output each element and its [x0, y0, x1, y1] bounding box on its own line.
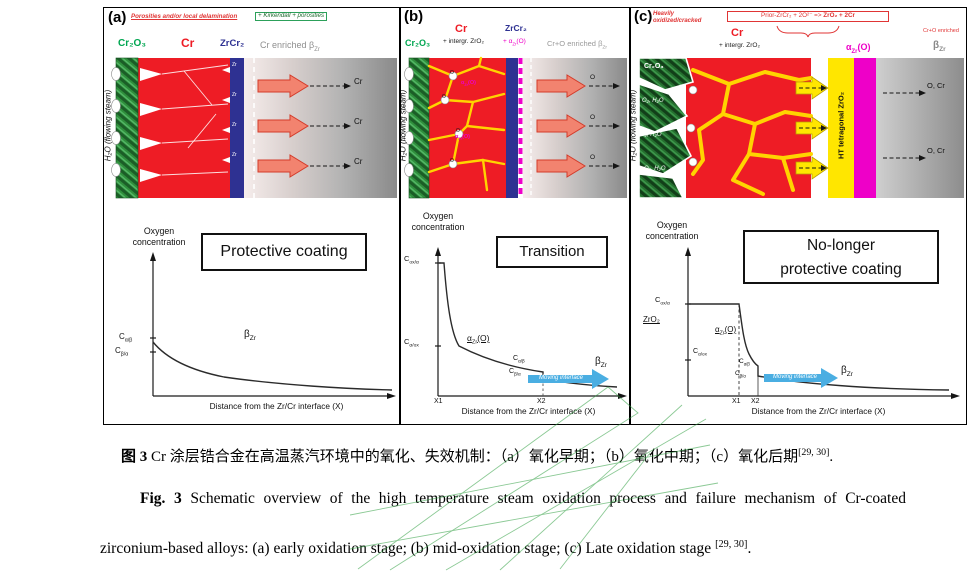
a-layer-label-beta-zr: Cr enriched βZr: [260, 40, 320, 53]
steam-oxygen-label: O₂, H₂O: [640, 132, 662, 138]
a-annotation-porosities: Porosities and/or local delamination: [131, 13, 238, 20]
oxygen-marker: O: [456, 128, 460, 134]
b-steam-label: H₂O (flowing steam): [400, 89, 408, 162]
c-conc-c-alpha-ox: Cα/ox: [693, 348, 707, 357]
panel-a-art: [111, 57, 397, 399]
steam-oxygen-label: O₂, H₂O: [642, 98, 664, 104]
b-layer-label-intergranular-zro2: + intergr. ZrO₂: [443, 38, 484, 45]
zr-marker: Zr: [232, 122, 237, 128]
panel-c-art: [638, 25, 964, 399]
c-conc-c-alpha-beta: Cα/β: [739, 358, 750, 367]
b-x1-tick-label: X1: [434, 398, 443, 405]
oxygen-marker: O: [442, 94, 446, 100]
b-moving-interface-label: Moving interface: [538, 375, 584, 381]
b-layer-label-cr: Cr: [455, 23, 468, 35]
c-annotation-heavily-oxidized: Heavily oxidized/cracked: [653, 11, 702, 24]
c-x2-tick-label: X2: [751, 398, 760, 405]
c-layer-label-intergranular-zro2: + intergr. ZrO₂: [719, 42, 760, 49]
c-annotation-cr-o-enriched: Cr+O enriched: [923, 28, 959, 34]
b-layer-label-alpha-zr-o: + αZr(O): [503, 38, 526, 47]
c-steam-label: H₂O (flowing steam): [630, 89, 638, 162]
zr-marker: Zr: [232, 92, 237, 98]
figure-3: (a) Porosities and/or local delamination…: [103, 7, 967, 425]
b-layer-label-zrcr2: ZrCr₂: [505, 23, 527, 33]
caption-english: Fig. 3 Schematic overview of the high te…: [100, 490, 906, 558]
b-conc-c-ox-alpha: Cox/α: [404, 254, 419, 266]
b-conc-c-beta-alpha: Cβ/α: [509, 368, 521, 377]
cr-diffusion-label: Cr: [354, 157, 363, 166]
zr-marker: Zr: [232, 152, 237, 158]
oxygen-marker: O: [450, 70, 454, 76]
a-layer-label-cr: Cr: [181, 36, 195, 50]
c-annotation-reaction: Prior-ZrCr₂ + 2O²⁻ => ZrO₂ + 2Cr: [727, 11, 889, 22]
b-conc-c-alpha-beta: Cα/β: [513, 355, 525, 364]
c-beta-zr-label: βZr: [841, 365, 853, 378]
a-conc-c-beta-alpha: Cβ/α: [115, 346, 129, 358]
caption-chinese: 图 3 Cr 涂层锆合金在高温蒸汽环境中的氧化、失效机制：（a）氧化早期；（b）…: [121, 447, 834, 465]
panel-b-art: [404, 56, 627, 399]
oxygen-marker: O: [450, 158, 454, 164]
c-x1-tick-label: X1: [732, 398, 741, 405]
b-layer-label-beta-zr: Cr+O enriched βZr: [547, 39, 608, 51]
b-layer-label-cr2o3: Cr₂O₃: [405, 38, 431, 48]
b-beta-zr-label: βZr: [595, 356, 607, 369]
c-moving-interface-label: Moving interface: [772, 374, 818, 380]
oxygen-diffusion-label: O: [590, 74, 596, 81]
a-beta-zr-label: βZr: [244, 329, 256, 342]
c-o-cr-diffusion-label: O, Cr: [927, 81, 945, 90]
a-conc-c-alpha-beta: Cα/β: [119, 332, 133, 344]
c-cr2o3-label: Cr₂O₃: [644, 63, 664, 70]
c-graph-ylabel: Oxygen concentration: [645, 220, 699, 241]
panel-a: (a) Porosities and/or local delamination…: [103, 7, 400, 425]
oxygen-diffusion-label: O: [590, 114, 596, 121]
b-x2-tick-label: X2: [537, 398, 546, 405]
a-graph-title-box: Protective coating: [201, 233, 367, 271]
b-alpha-zr-o-phase-label: αZr(O): [467, 333, 490, 346]
b-alpha-zr-o-inline-label: αZr(O): [461, 80, 476, 88]
panel-a-tag: (a): [108, 9, 127, 26]
panel-c: (c) Heavily oxidized/cracked Prior-ZrCr₂…: [630, 7, 967, 425]
b-conc-c-alpha-ox: Cα/ox: [404, 337, 419, 349]
c-o-cr-diffusion-label: O, Cr: [927, 146, 945, 155]
a-graph-xlabel: Distance from the Zr/Cr interface (X): [209, 401, 344, 411]
c-conc-c-ox-alpha: Cox/α: [655, 295, 670, 307]
c-ht-tetragonal-zro2-label: HT tetragonal ZrO₂: [836, 91, 846, 160]
panel-b-tag: (b): [404, 8, 424, 25]
c-layer-label-beta-zr: βZr: [933, 40, 946, 53]
panel-c-tag: (c): [634, 8, 653, 25]
c-graph-xlabel: Distance from the Zr/Cr interface (X): [751, 406, 886, 416]
oxygen-diffusion-label: O: [590, 154, 596, 161]
cr-diffusion-label: Cr: [354, 117, 363, 126]
c-alpha-zr-o-phase-label: αZr(O): [715, 325, 737, 337]
c-conc-c-beta-alpha: Cβ/α: [735, 370, 746, 379]
zr-marker: Zr: [232, 62, 237, 68]
b-alpha-zr-o-inline-label: αZr(O): [455, 134, 470, 142]
b-graph-ylabel: Oxygen concentration: [411, 211, 465, 232]
c-layer-label-alpha-zr-o: αZr(O): [846, 42, 871, 55]
a-annotation-kirkendall: + Kirkendall + porosities: [255, 12, 328, 21]
panel-b: (b) Cr₂O₃ Cr + intergr. ZrO₂ ZrCr₂ + αZr…: [400, 7, 630, 425]
a-graph-ylabel: Oxygen concentration: [132, 226, 186, 247]
a-layer-label-cr2o3: Cr₂O₃: [118, 38, 146, 49]
b-graph-title-box: Transition: [496, 236, 608, 268]
cr-diffusion-label: Cr: [354, 77, 363, 86]
c-zro2-phase-label: ZrO₂: [643, 315, 660, 324]
a-steam-label: H₂O (flowing steam): [103, 89, 113, 162]
c-graph-title-box: No-longer protective coating: [743, 230, 939, 284]
steam-oxygen-label: O₂, H₂O: [644, 166, 666, 172]
b-graph-xlabel: Distance from the Zr/Cr interface (X): [461, 406, 596, 416]
c-layer-label-cr: Cr: [731, 27, 744, 39]
a-layer-label-zrcr2: ZrCr₂: [220, 38, 245, 49]
